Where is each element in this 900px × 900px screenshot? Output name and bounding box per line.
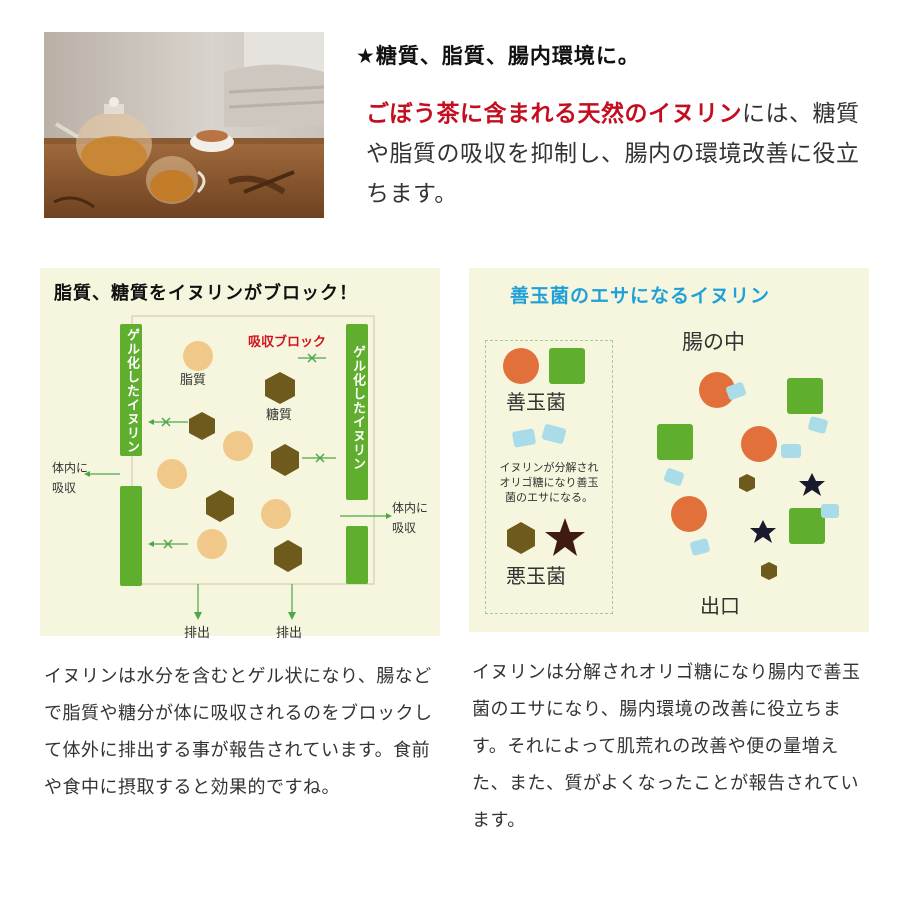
good-bacteria-square: [549, 348, 585, 384]
intro-text: ごぼう茶に含まれる天然のイヌリンには、糖質や脂質の吸収を抑制し、腸内の環境改善に…: [366, 94, 866, 214]
absorb-in-label-right: 体内に 吸収: [392, 501, 429, 535]
exit-label: 出口: [700, 594, 740, 618]
gel-bar-right-bottom: [346, 526, 368, 584]
legend-box: [485, 340, 613, 614]
inulin-note: イヌリンが分解され オリゴ糖になり善玉 菌のエサになる。: [499, 461, 599, 504]
bad-bacteria-label: 悪玉菌: [506, 564, 566, 588]
left-panel-title: 脂質、糖質をイヌリンがブロック！: [54, 283, 358, 304]
good-bacteria-circle: [503, 348, 539, 384]
bad-bacteria-hex: [507, 522, 535, 554]
intro-highlight: ごぼう茶に含まれる天然のイヌリン: [366, 101, 742, 127]
block-diagram: [84, 315, 392, 620]
absorb-in-label-left: 体内に 吸収: [52, 461, 89, 495]
right-panel-title: 善玉菌のエサになるイヌリン: [510, 285, 771, 307]
gel-bar-left-bottom: [120, 486, 142, 586]
excrete-label-1: 排出: [184, 626, 211, 641]
tea-photo: [44, 32, 324, 218]
excrete-label-2: 排出: [276, 626, 303, 641]
intro-rest: には、糖質や脂質の吸収を抑制し、腸内の環境改善に役立ちます。: [366, 101, 860, 207]
gel-bar-left-top: [120, 324, 142, 456]
gel-label-right: ゲル化したイヌリン: [350, 345, 365, 471]
gut-diagram: [503, 348, 839, 580]
headline: ★糖質、脂質、腸内環境に。: [356, 44, 640, 68]
left-description: イヌリンは水分を含むとゲル状になり、腸などで脂質や糖分が体に吸収されるのをブロッ…: [44, 666, 433, 798]
good-bacteria-label: 善玉菌: [506, 390, 566, 414]
gel-label-left: ゲル化したイヌリン: [124, 328, 139, 454]
fat-particles: [157, 341, 291, 559]
gel-bar-right-top: [346, 324, 368, 500]
fat-label: 脂質: [180, 373, 207, 388]
absorption-block-label: 吸収ブロック: [248, 335, 327, 350]
sugar-label: 糖質: [266, 408, 293, 423]
gut-inside-label: 腸の中: [682, 330, 745, 354]
sugar-particles: [189, 372, 302, 572]
right-description: イヌリンは分解されオリゴ糖になり腸内で善玉菌のエサになり、腸内環境の改善に役立ち…: [472, 662, 861, 831]
bad-bacteria-star: [545, 518, 585, 556]
